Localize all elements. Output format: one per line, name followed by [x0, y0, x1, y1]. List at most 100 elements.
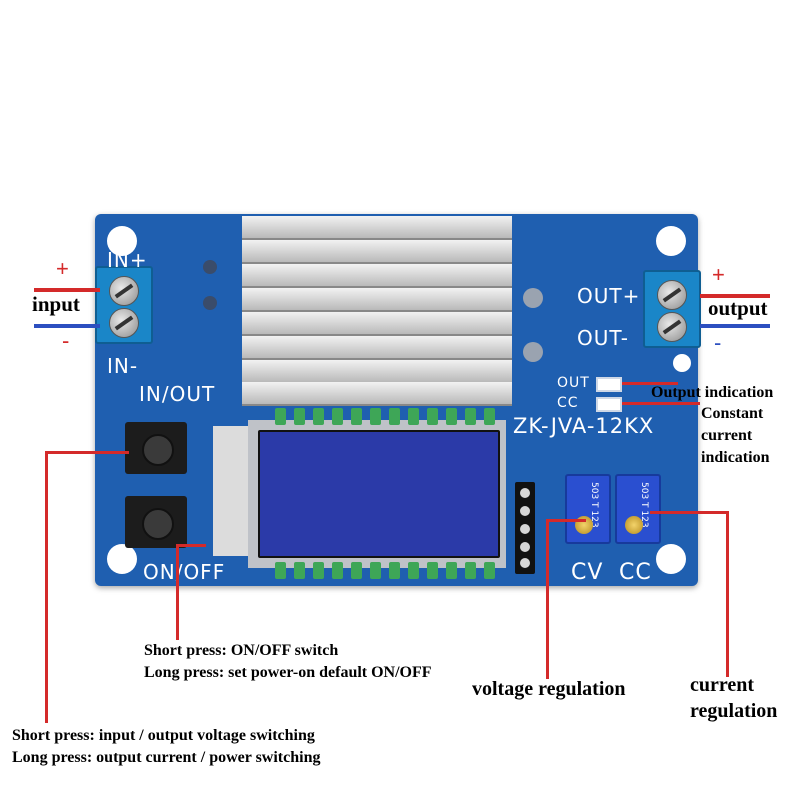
- lcd-solder-pad: [275, 562, 286, 579]
- lcd-solder-pad: [465, 562, 476, 579]
- inout-pointer-h: [45, 451, 129, 454]
- heatsink-fin: [242, 382, 512, 406]
- model-label: ZK-JVA-12KX: [513, 414, 655, 438]
- input-plus-line: [34, 288, 100, 292]
- heatsink-fin: [242, 264, 512, 288]
- output-terminal-screw-minus[interactable]: [657, 312, 687, 342]
- voltage-potentiometer[interactable]: 503 T 123: [565, 474, 611, 544]
- mounting-hole-bottom-left: [107, 544, 137, 574]
- input-plus-sign: +: [56, 256, 69, 281]
- heatsink-fin: [242, 216, 512, 240]
- heatsink-fin: [242, 312, 512, 336]
- lcd-solder-pad: [351, 562, 362, 579]
- header-pin: [520, 506, 530, 516]
- silk-out-plus: OUT+: [577, 284, 641, 308]
- silk-on-off: ON/OFF: [143, 560, 226, 584]
- lcd-solder-pad: [294, 408, 305, 425]
- via: [203, 296, 217, 310]
- silk-out-led: OUT: [557, 375, 590, 391]
- onoff-desc-1: Short press: ON/OFF switch: [144, 642, 339, 659]
- lcd-solder-pad: [465, 408, 476, 425]
- lcd-solder-pad: [351, 408, 362, 425]
- lcd-solder-pad: [389, 562, 400, 579]
- via: [523, 288, 543, 308]
- heatsink-fin: [242, 240, 512, 264]
- current-regulation-label-2: regulation: [690, 700, 778, 722]
- input-terminal-block: [95, 266, 153, 344]
- header-pin: [520, 558, 530, 568]
- silk-in-out: IN/OUT: [139, 382, 216, 406]
- lcd-solder-pad: [484, 562, 495, 579]
- constant-current-label-3: indication: [701, 449, 770, 466]
- lcd-solder-pad: [427, 408, 438, 425]
- voltage-regulation-label: voltage regulation: [472, 678, 626, 700]
- mounting-hole-top-right: [656, 226, 686, 256]
- current-pointer-v: [726, 511, 729, 677]
- mounting-hole-bottom-right: [656, 544, 686, 574]
- output-indicator-led: [596, 377, 622, 392]
- output-plus-sign: +: [712, 262, 725, 287]
- constant-current-label-1: Constant: [701, 405, 764, 422]
- pcb-board: IN+ IN- IN/OUT OUT+ OUT- OUT CC ZK-JVA-1…: [95, 214, 701, 586]
- header-pin: [520, 524, 530, 534]
- silk-in-minus: IN-: [107, 354, 139, 378]
- lcd-solder-pad: [484, 408, 495, 425]
- lcd-solder-pad: [370, 408, 381, 425]
- lcd-solder-pad: [332, 408, 343, 425]
- onoff-pointer-h: [176, 544, 206, 547]
- in-out-button-cap[interactable]: [142, 434, 174, 466]
- input-minus-line: [34, 324, 100, 328]
- voltage-pointer-v: [546, 519, 549, 679]
- voltage-pointer-h: [546, 519, 586, 522]
- lcd-solder-pad: [275, 408, 286, 425]
- on-off-button-cap[interactable]: [142, 508, 174, 540]
- heatsink-fin: [242, 360, 512, 384]
- header-pin: [520, 488, 530, 498]
- input-label: input: [32, 292, 80, 316]
- via: [203, 260, 217, 274]
- output-indication-pointer: [622, 382, 678, 385]
- output-minus-sign: -: [714, 330, 722, 355]
- pin-header: [515, 482, 535, 574]
- mounting-hole-top-left: [107, 226, 137, 256]
- silk-cv: CV: [571, 560, 604, 585]
- output-label: output: [708, 296, 768, 320]
- current-potentiometer[interactable]: 503 T 123: [615, 474, 661, 544]
- via: [523, 342, 543, 362]
- lcd-solder-pad: [408, 408, 419, 425]
- lcd-screen: [258, 430, 500, 558]
- inout-pointer-v: [45, 451, 48, 723]
- lcd-solder-pad: [427, 562, 438, 579]
- header-pin: [520, 542, 530, 552]
- input-terminal-screw-minus[interactable]: [109, 308, 139, 338]
- current-regulation-label-1: current: [690, 674, 755, 696]
- lcd-solder-pad: [408, 562, 419, 579]
- on-off-button[interactable]: [125, 496, 187, 548]
- output-minus-line: [700, 324, 770, 328]
- mounting-hole-right-mid: [673, 354, 691, 372]
- lcd-solder-pad: [370, 562, 381, 579]
- output-plus-line: [700, 294, 770, 298]
- output-terminal-screw-plus[interactable]: [657, 280, 687, 310]
- input-terminal-screw-plus[interactable]: [109, 276, 139, 306]
- input-minus-sign: -: [62, 328, 70, 353]
- lcd-solder-pad: [389, 408, 400, 425]
- current-adjust-screw[interactable]: [625, 516, 643, 534]
- current-pointer-h: [650, 511, 729, 514]
- lcd-solder-pad: [294, 562, 305, 579]
- inout-desc-1: Short press: input / output voltage swit…: [12, 727, 315, 744]
- heatsink: [242, 216, 512, 406]
- heatsink-fin: [242, 336, 512, 360]
- constant-current-label-2: current: [701, 427, 753, 444]
- lcd-solder-pad: [446, 562, 457, 579]
- output-indication-label: Output indication: [651, 384, 774, 401]
- silk-in-plus: IN+: [107, 248, 148, 272]
- silk-out-minus: OUT-: [577, 326, 629, 350]
- onoff-desc-2: Long press: set power-on default ON/OFF: [144, 664, 432, 681]
- lcd-solder-pad: [313, 408, 324, 425]
- lcd-solder-pad: [313, 562, 324, 579]
- inout-desc-2: Long press: output current / power switc…: [12, 749, 321, 766]
- in-out-button[interactable]: [125, 422, 187, 474]
- lcd-solder-pad: [332, 562, 343, 579]
- output-terminal-block: [643, 270, 701, 348]
